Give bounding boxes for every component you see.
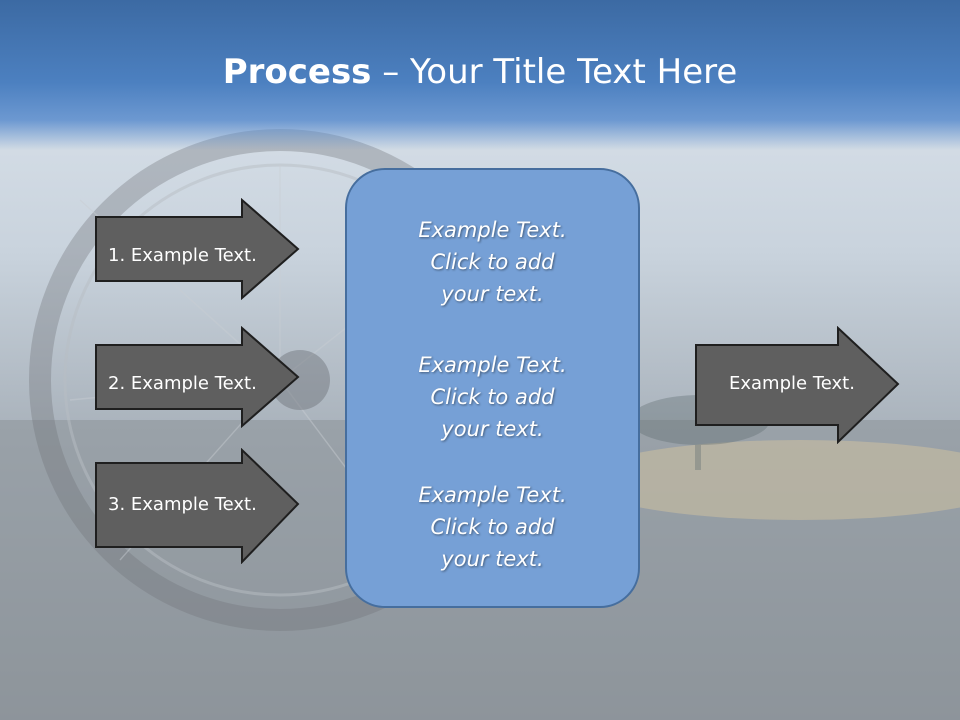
process-paragraph-1[interactable]: Example Text. Click to add your text.: [347, 214, 638, 310]
paragraph-3-line-2: Click to add: [430, 515, 555, 539]
output-arrow[interactable]: [694, 326, 900, 444]
title-rest: – Your Title Text Here: [371, 52, 738, 92]
paragraph-1-line-2: Click to add: [430, 250, 555, 274]
paragraph-2-line-1: Example Text.: [418, 353, 567, 377]
process-paragraph-3[interactable]: Example Text. Click to add your text.: [347, 479, 638, 575]
process-box[interactable]: Example Text. Click to add your text. Ex…: [345, 168, 640, 608]
paragraph-3-line-1: Example Text.: [418, 483, 567, 507]
paragraph-3-line-3: your text.: [441, 547, 544, 571]
paragraph-1-line-1: Example Text.: [418, 218, 567, 242]
output-arrow-label: Example Text.: [729, 373, 855, 394]
slide-title[interactable]: Process – Your Title Text Here: [0, 52, 960, 92]
input-arrow-3-label: 3. Example Text.: [108, 494, 257, 515]
paragraph-2-line-3: your text.: [441, 417, 544, 441]
title-bold: Process: [222, 52, 372, 92]
input-arrow-1-label: 1. Example Text.: [108, 245, 257, 266]
input-arrow-1[interactable]: [94, 198, 300, 300]
process-paragraph-2[interactable]: Example Text. Click to add your text.: [347, 349, 638, 445]
input-arrow-2-label: 2. Example Text.: [108, 373, 257, 394]
paragraph-2-line-2: Click to add: [430, 385, 555, 409]
title-band: [0, 0, 960, 150]
input-arrow-2[interactable]: [94, 326, 300, 428]
input-arrow-3[interactable]: [94, 448, 300, 564]
paragraph-1-line-3: your text.: [441, 282, 544, 306]
